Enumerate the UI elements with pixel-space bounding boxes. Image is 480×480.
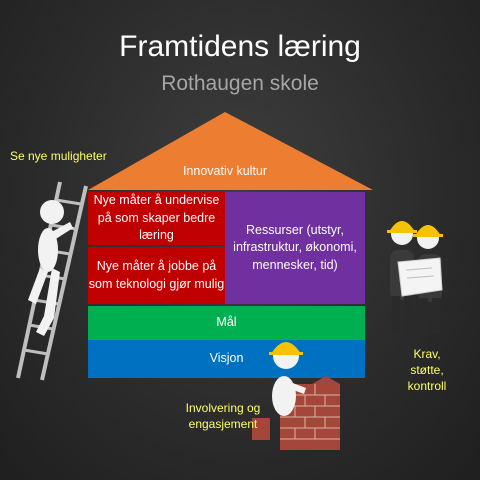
box-resources: Ressurser (utstyr, infrastruktur, økonom…: [225, 192, 365, 304]
climber-person-icon: [28, 200, 73, 336]
box-goals: Mål: [88, 306, 365, 340]
roof-label: Innovativ kultur: [182, 164, 268, 179]
page-subtitle: Rothaugen skole: [161, 72, 319, 95]
box-teaching: Nye måter å undervise på som skaper bedr…: [88, 192, 225, 246]
label-involvement-engagement: Involvering og engasjement: [185, 401, 261, 432]
blueprint-icon: [397, 257, 443, 297]
label-requirements-support-control: Krav, støtte, kontroll: [407, 347, 447, 394]
box-vision: Visjon: [88, 340, 365, 378]
label-see-opportunities: Se nye muligheter: [10, 149, 107, 163]
bricklayer-person-icon: [269, 342, 306, 416]
page-title: Framtidens læring: [119, 30, 361, 63]
box-working: Nye måter å jobbe på som teknologi gjør …: [88, 247, 225, 304]
